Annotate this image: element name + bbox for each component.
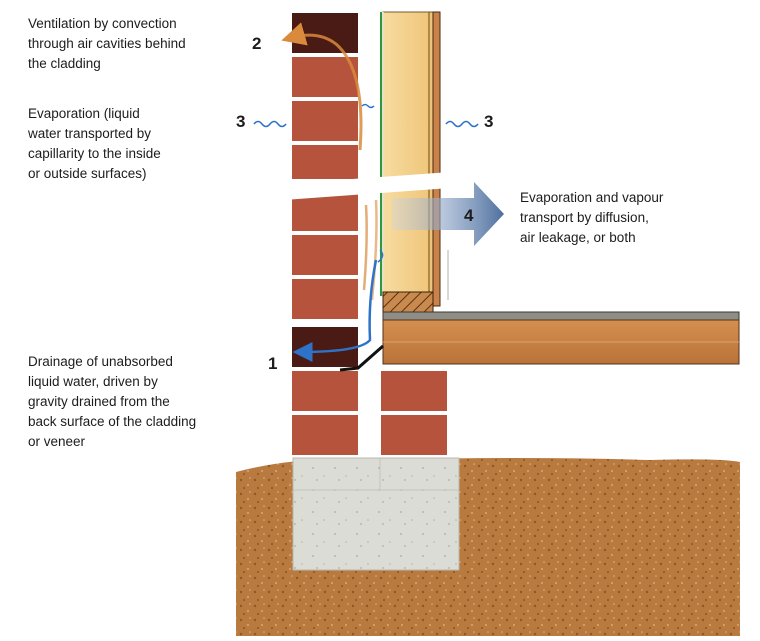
evaporation-vapour-label: Evaporation and vapour transport by diff…	[520, 190, 664, 245]
marker-evaporation-outer: 3	[236, 112, 246, 131]
marker-drainage: 1	[268, 354, 278, 373]
drainage-label: Drainage of unabsorbed liquid water, dri…	[28, 354, 197, 449]
marker-evaporation-inner: 3	[484, 112, 494, 131]
foundation-bricks	[379, 369, 449, 457]
ventilation-label: Ventilation by convection through air ca…	[28, 16, 186, 71]
evaporation-squiggle-outer	[253, 120, 287, 128]
concrete-footing	[292, 457, 460, 571]
flashing	[339, 344, 384, 372]
sill-plate	[382, 291, 434, 315]
brick-cladding	[290, 11, 360, 457]
insulated-wall	[380, 11, 441, 307]
evaporation-squiggle-inner	[445, 120, 479, 128]
floor-deck	[382, 311, 740, 321]
evaporation-liquid-label: Evaporation (liquid water transported by…	[28, 106, 161, 181]
marker-vapour: 4	[464, 206, 474, 225]
marker-ventilation: 2	[252, 34, 262, 53]
drainage-water-arrow	[292, 259, 378, 362]
ventilation-arrow	[281, 22, 363, 151]
section-break	[284, 172, 450, 200]
vapour-arrow	[392, 182, 504, 246]
